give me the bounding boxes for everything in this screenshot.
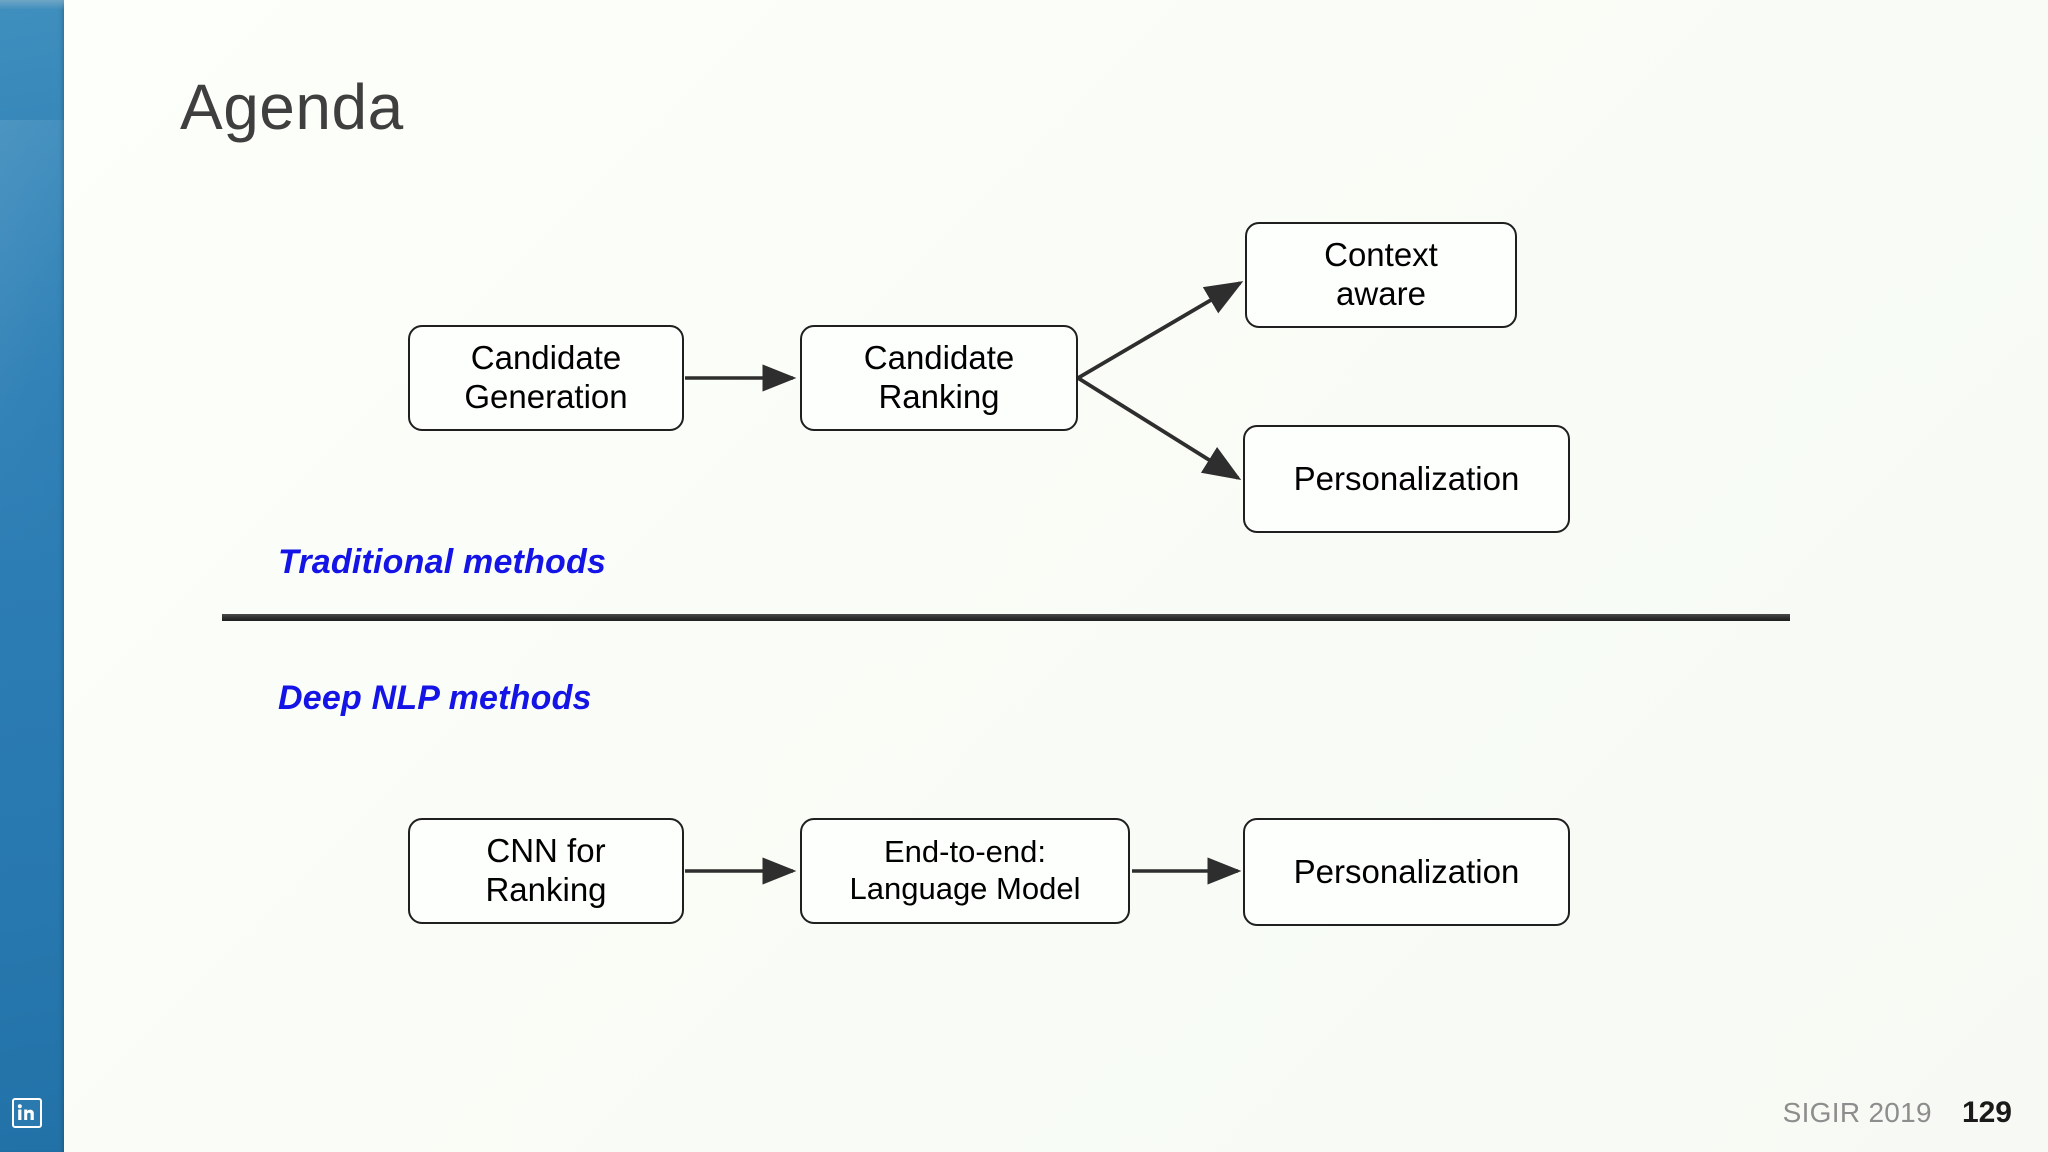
node-label-line1: Personalization bbox=[1293, 459, 1520, 497]
node-label-line1: Personalization bbox=[1293, 852, 1520, 890]
section-divider bbox=[222, 614, 1790, 621]
node-candidate-ranking[interactable]: Candidate Ranking bbox=[800, 325, 1078, 431]
node-label-line1: Candidate bbox=[470, 339, 622, 377]
slide-number: 129 bbox=[1961, 1096, 2012, 1129]
node-label-line2: aware bbox=[1336, 275, 1426, 312]
edge-ranking-to-context-aware bbox=[1077, 281, 1244, 380]
node-label-line2: Generation bbox=[464, 378, 628, 415]
node-context-aware[interactable]: Context aware bbox=[1245, 222, 1517, 328]
linkedin-logo-icon bbox=[12, 1098, 42, 1128]
edge-ranking-to-personalization bbox=[1076, 376, 1242, 481]
section-label-traditional-methods: Traditional methods bbox=[278, 543, 607, 581]
node-label-line2: Ranking bbox=[485, 871, 607, 908]
node-cnn-for-ranking[interactable]: CNN for Ranking bbox=[408, 818, 684, 924]
node-label-line1: Candidate bbox=[863, 339, 1015, 377]
node-label-line1: End-to-end: bbox=[883, 834, 1046, 870]
node-end-to-end-language-model[interactable]: End-to-end: Language Model bbox=[800, 818, 1130, 924]
node-label-line2: Language Model bbox=[849, 871, 1081, 906]
sidebar-sheen bbox=[0, 120, 64, 540]
node-candidate-generation[interactable]: Candidate Generation bbox=[408, 325, 684, 431]
page-title: Agenda bbox=[180, 71, 404, 143]
node-personalization-top[interactable]: Personalization bbox=[1243, 425, 1570, 533]
section-label-deep-nlp-methods: Deep NLP methods bbox=[278, 679, 592, 717]
slide-accent-sidebar bbox=[0, 0, 64, 1152]
node-label-line2: Ranking bbox=[878, 378, 1000, 415]
node-label-line1: CNN for bbox=[486, 832, 606, 870]
slide-footer: SIGIR 2019 129 bbox=[1783, 1096, 2012, 1130]
conference-name: SIGIR 2019 bbox=[1782, 1097, 1932, 1128]
node-personalization-bottom[interactable]: Personalization bbox=[1243, 818, 1570, 926]
node-label-line1: Context bbox=[1324, 236, 1438, 274]
sidebar-top-highlight bbox=[0, 0, 64, 10]
